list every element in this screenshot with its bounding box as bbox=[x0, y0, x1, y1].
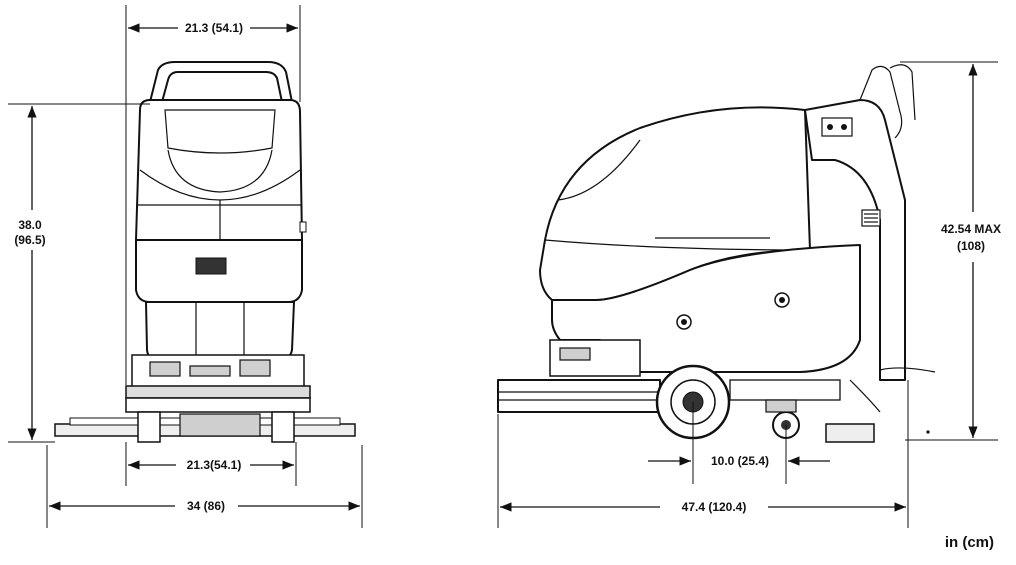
side-view: 42.54 MAX (108) 10.0 (25.4) 47.4 (120.4) bbox=[497, 61, 1001, 528]
side-overall-length-label: 47.4 (120.4) bbox=[682, 500, 747, 514]
front-top-width-label: 21.3 (54.1) bbox=[185, 21, 243, 35]
front-height-cm-label: (96.5) bbox=[14, 233, 45, 247]
front-overall-width-label: 34 (86) bbox=[187, 499, 225, 513]
front-view: 21.3 (54.1) 38.0 (96.5) 21.3(54.1) 34 (8… bbox=[8, 5, 363, 528]
front-bottom-width-label: 21.3(54.1) bbox=[187, 458, 242, 472]
side-max-height-label: 42.54 MAX bbox=[941, 222, 1001, 236]
units-label: in (cm) bbox=[944, 534, 994, 551]
side-max-height-cm-label: (108) bbox=[957, 239, 985, 253]
front-height-label: 38.0 bbox=[18, 218, 42, 232]
side-wheel-spacing-label: 10.0 (25.4) bbox=[711, 454, 769, 468]
